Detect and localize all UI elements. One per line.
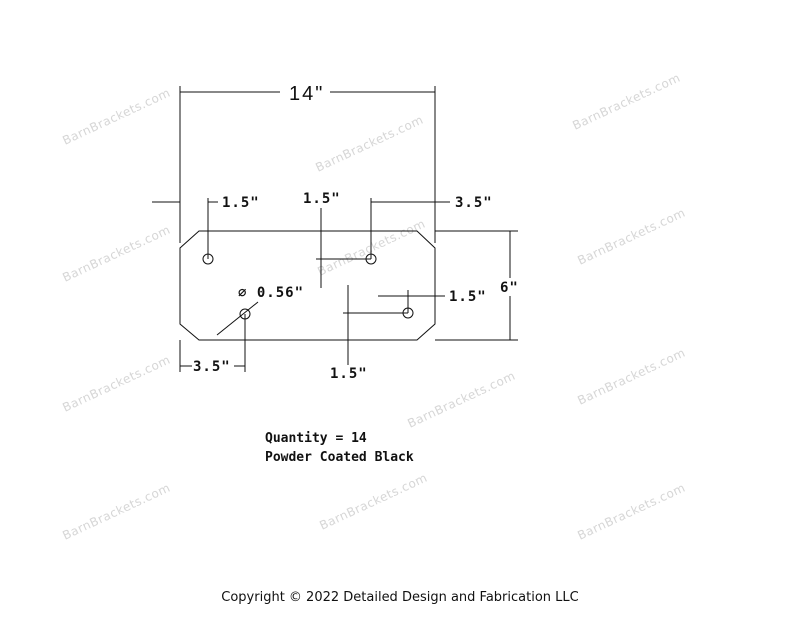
dim-height: 6"	[500, 280, 519, 296]
dim-hole-diameter: ∅ 0.56"	[238, 285, 304, 301]
watermark: BarnBrackets.com	[575, 205, 687, 267]
dim-top-hole-offset: 1.5"	[303, 191, 341, 207]
watermark: BarnBrackets.com	[60, 85, 172, 147]
watermark: BarnBrackets.com	[575, 345, 687, 407]
watermark: BarnBrackets.com	[60, 480, 172, 542]
dim-left-hole-offset: 1.5"	[222, 195, 260, 211]
watermark: BarnBrackets.com	[405, 368, 517, 430]
quantity-note: Quantity = 14	[265, 431, 367, 446]
finish-note: Powder Coated Black	[265, 450, 414, 465]
holes	[202, 253, 414, 320]
plate-outline	[179, 230, 436, 341]
watermark: BarnBrackets.com	[60, 222, 172, 284]
dim-right-hole-offset: 3.5"	[455, 195, 493, 211]
dim-right-lower-offset: 1.5"	[449, 289, 487, 305]
dim-overall-width: 14"	[289, 83, 324, 105]
dim-lower-hole-from-left: 3.5"	[193, 359, 231, 375]
watermarks: BarnBrackets.com BarnBrackets.com BarnBr…	[60, 70, 687, 542]
watermark: BarnBrackets.com	[570, 70, 682, 132]
watermark: BarnBrackets.com	[575, 480, 687, 542]
watermark: BarnBrackets.com	[313, 112, 425, 174]
copyright: Copyright © 2022 Detailed Design and Fab…	[221, 590, 579, 605]
watermark: BarnBrackets.com	[60, 352, 172, 414]
watermark: BarnBrackets.com	[317, 470, 429, 532]
dim-bottom-hole-offset: 1.5"	[330, 366, 368, 382]
dimension-lines	[152, 86, 518, 372]
